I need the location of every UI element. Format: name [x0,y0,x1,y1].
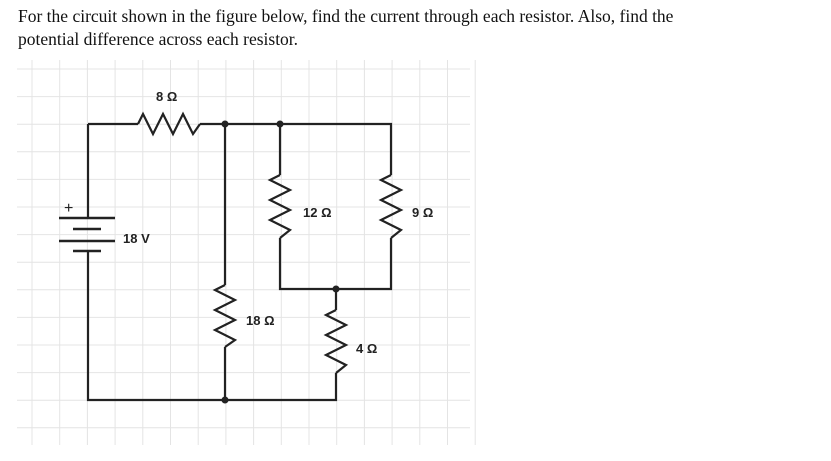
battery-label: 18 V [123,231,150,246]
junction-dots [221,120,340,404]
circuit-wires [86,122,393,402]
question-line-2: potential difference across each resisto… [18,29,299,49]
question-text: For the circuit shown in the figure belo… [18,5,828,51]
label-12-ohm: 12 Ω [303,205,332,220]
label-9-ohm: 9 Ω [412,205,433,220]
resistor-8-ohm [137,111,201,137]
battery-plus-sign: + [64,200,73,217]
resistor-12-ohm [267,174,293,239]
resistor-9-ohm [378,174,404,239]
resistor-18-ohm [212,284,238,348]
label-4-ohm: 4 Ω [356,341,377,356]
label-18-ohm: 18 Ω [246,313,275,328]
battery-symbol [59,216,115,253]
grid-background [17,60,476,445]
resistor-4-ohm [323,309,349,374]
label-8-ohm: 8 Ω [156,89,177,104]
question-line-1: For the circuit shown in the figure belo… [18,6,674,26]
